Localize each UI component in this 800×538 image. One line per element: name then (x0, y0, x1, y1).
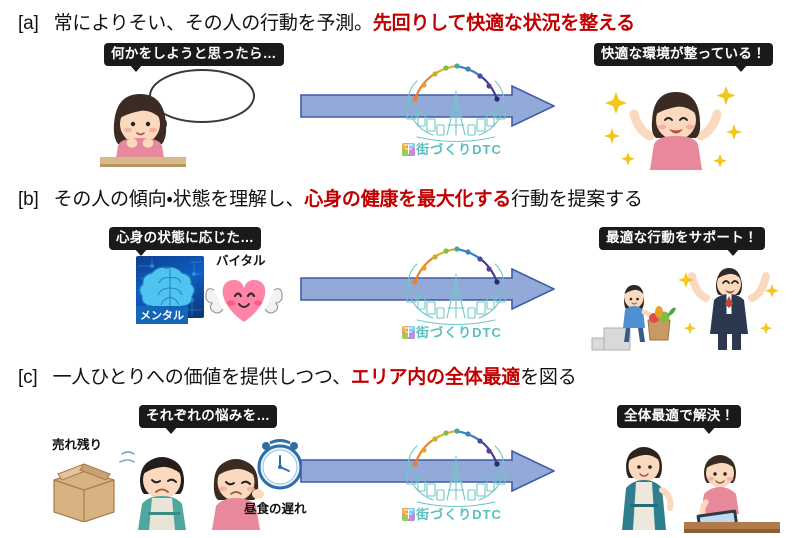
logo-wordmark-text: 街づくりDTC (416, 142, 502, 157)
section-heading-a: [a] 常によりそい、その人の行動を予測。先回りして快適な状況を整える (18, 8, 635, 35)
section-red-c: エリア内の全体最適 (350, 367, 521, 388)
illustration-cardboard-box (48, 460, 120, 523)
process-arrow-a (300, 85, 555, 127)
row-b: 心身の状態に応じた… (0, 224, 800, 352)
section-heading-c: [c] 一人ひとりへの価値を提供しつつ、エリア内の全体最適を図る (18, 362, 577, 389)
logo-arc-graphic (397, 55, 507, 143)
illustration-staff-with-tablet (600, 430, 780, 538)
row-a: 何かをしようと思ったら… (0, 40, 800, 180)
illustration-woman-happy (598, 66, 758, 174)
illustration-hungry-woman (196, 442, 280, 530)
illustration-support-people (590, 250, 780, 352)
section-tail-c: を図る (520, 367, 577, 388)
label-vital: バイタル (216, 254, 266, 268)
logo-arc-graphic-c (397, 420, 507, 508)
section-red-b: 心身の健康を最大化する (304, 189, 512, 210)
label-mental: メンタル (136, 306, 188, 324)
callout-b-left: 心身の状態に応じた… (110, 228, 260, 255)
section-tag-a: [a] (18, 13, 39, 34)
illustration-heart-muscle (200, 266, 288, 328)
process-arrow-b (300, 268, 555, 310)
logo-wordmark-c: 街づくりDTC (392, 504, 512, 523)
logo-machizukuri-dtc-c: 街づくりDTC (392, 420, 512, 523)
section-tag-b: [b] (18, 189, 39, 210)
logo-mark-character-c (402, 508, 416, 521)
section-heading-b: [b] その人の傾向・状態を理解し、心身の健康を最大化する行動を提案する (18, 184, 643, 211)
logo-mark-character (402, 143, 416, 156)
logo-mark-character-b (402, 326, 416, 339)
row-c: それぞれの悩みを… 売れ残り (0, 402, 800, 538)
callout-b-right: 最適な行動をサポート！ (600, 228, 764, 255)
logo-machizukuri-dtc-b: 街づくりDTC (392, 238, 512, 341)
logo-wordmark-b: 街づくりDTC (392, 322, 512, 341)
logo-wordmark-text-b: 街づくりDTC (416, 325, 502, 340)
logo-arc-graphic-b (397, 238, 507, 326)
section-lead-a: 常によりそい、その人の行動を予測。 (53, 13, 373, 34)
callout-c-right: 全体最適で解決！ (618, 406, 741, 433)
label-late-lunch: 昼食の遅れ (244, 502, 307, 516)
logo-wordmark-text-c: 街づくりDTC (416, 507, 502, 522)
logo-wordmark: 街づくりDTC (392, 139, 512, 158)
section-tail-b: 行動を提案する (511, 189, 643, 210)
callout-a-left: 何かをしようと思ったら… (105, 44, 283, 71)
label-leftover: 売れ残り (52, 438, 103, 452)
section-red-a: 先回りして快適な状況を整える (372, 13, 635, 34)
section-lead-b: その人の傾向・状態を理解し、 (53, 189, 305, 210)
callout-a-right: 快適な環境が整っている！ (595, 44, 772, 71)
illustration-woman-thinking (92, 62, 282, 174)
process-arrow-c (300, 450, 555, 492)
section-tag-c: [c] (18, 367, 38, 388)
logo-machizukuri-dtc: 街づくりDTC (392, 55, 512, 158)
illustration-worried-shopkeeper (118, 438, 210, 530)
callout-c-left: それぞれの悩みを… (140, 406, 277, 433)
section-lead-c: 一人ひとりへの価値を提供しつつ、 (52, 367, 352, 388)
